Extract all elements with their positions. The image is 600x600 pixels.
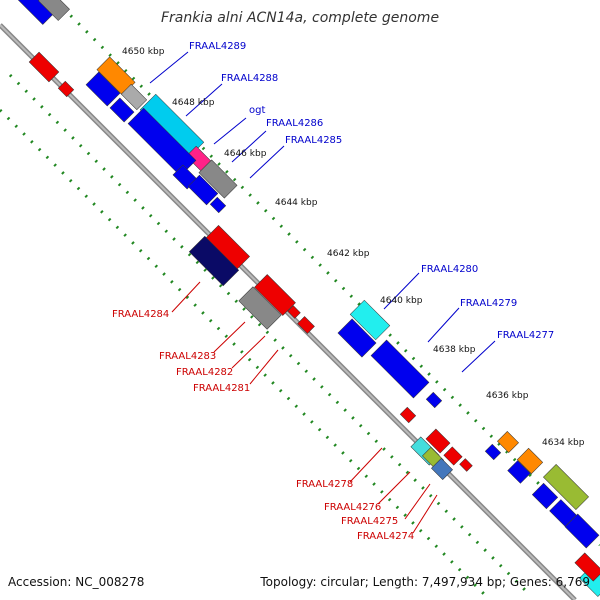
reverse-gene-labels: FRAAL4284 FRAAL4283 FRAAL4282 FRAAL4281 … — [112, 309, 414, 542]
genome-summary-text: Topology: circular; Length: 7,497,934 bp… — [260, 575, 590, 589]
forward-gene-labels: FRAAL4289 FRAAL4288 ogt FRAAL4286 FRAAL4… — [189, 41, 554, 341]
gene-label[interactable]: FRAAL4288 — [221, 73, 278, 84]
position-label: 4636 kbp — [486, 391, 529, 401]
position-label: 4638 kbp — [433, 345, 476, 355]
gene-label[interactable]: FRAAL4279 — [460, 298, 517, 309]
gene-label[interactable]: FRAAL4280 — [421, 264, 478, 275]
gene-label[interactable]: FRAAL4277 — [497, 330, 554, 341]
gene-label[interactable]: FRAAL4284 — [112, 309, 169, 320]
position-label: 4644 kbp — [275, 198, 318, 208]
map-title: Frankia alni ACN14a, complete genome — [160, 10, 440, 26]
gene-label[interactable]: FRAAL4289 — [189, 41, 246, 52]
gene-label[interactable]: FRAAL4274 — [357, 531, 414, 542]
gene-label[interactable]: FRAAL4281 — [193, 383, 250, 394]
gene-label[interactable]: FRAAL4278 — [296, 479, 353, 490]
position-labels: 4650 kbp 4648 kbp 4646 kbp 4644 kbp 4642… — [122, 47, 585, 448]
gene-label[interactable]: FRAAL4275 — [341, 516, 398, 527]
position-label: 4648 kbp — [172, 98, 215, 108]
position-label: 4640 kbp — [380, 296, 423, 306]
position-label: 4634 kbp — [542, 438, 585, 448]
position-label: 4642 kbp — [327, 249, 370, 259]
gene-label[interactable]: FRAAL4286 — [266, 118, 323, 129]
gene-label[interactable]: FRAAL4285 — [285, 135, 342, 146]
gene-label[interactable]: FRAAL4283 — [159, 351, 216, 362]
position-label: 4646 kbp — [224, 149, 267, 159]
callout-lines — [149, 51, 496, 534]
gene-features — [14, 0, 600, 597]
gene-label[interactable]: FRAAL4276 — [324, 502, 381, 513]
accession-text: Accession: NC_008278 — [8, 575, 145, 589]
gene-label[interactable]: ogt — [249, 105, 265, 116]
position-label: 4650 kbp — [122, 47, 165, 57]
gene-label[interactable]: FRAAL4282 — [176, 367, 233, 378]
